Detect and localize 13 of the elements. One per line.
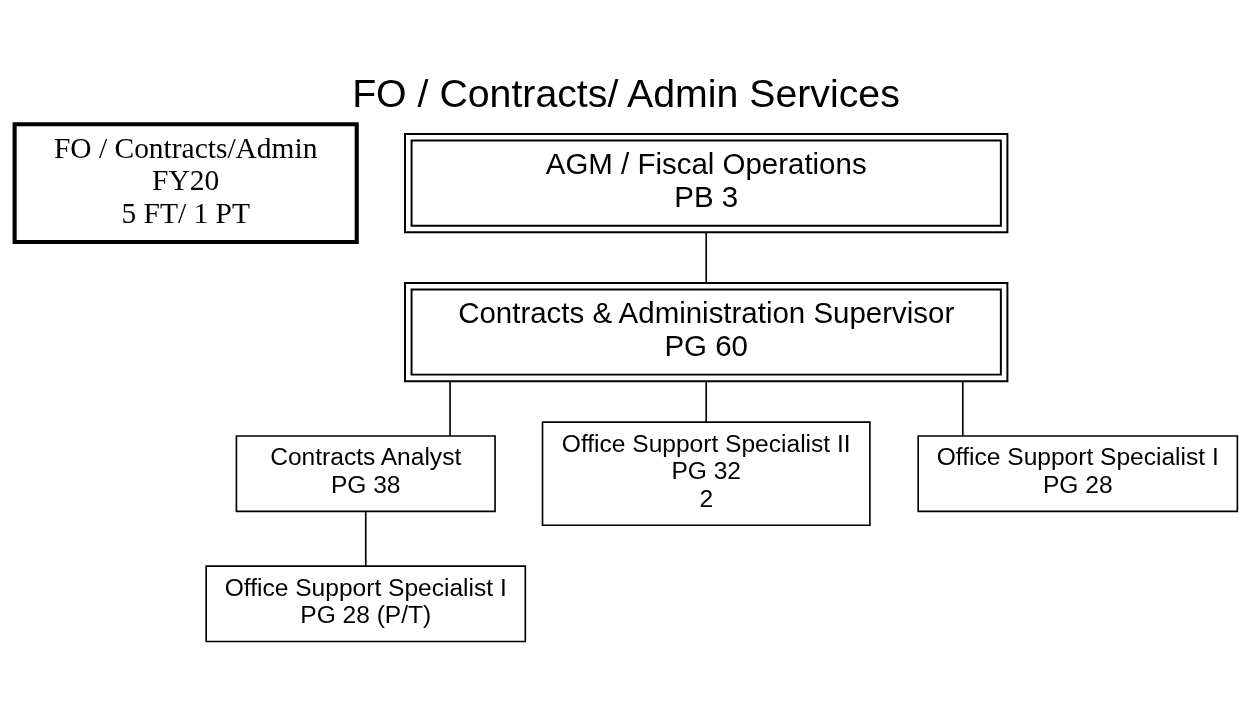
connector [705, 231, 708, 284]
node-box: FO / Contracts/Admin FY20 5 FT/ 1 PT [12, 121, 359, 244]
node-box: AGM / Fiscal Operations PB 3 [404, 132, 1009, 233]
node-box: Office Support Specialist II PG 32 2 [541, 420, 871, 526]
node-box: Office Support Specialist I PG 28 (P/T) [205, 564, 527, 642]
diagram-title: FO / Contracts/ Admin Services [352, 70, 900, 115]
node-box: Office Support Specialist I PG 28 [917, 434, 1239, 512]
connector [961, 380, 964, 437]
node-box: Contracts Analyst PG 38 [235, 434, 496, 512]
connector [364, 510, 367, 567]
connector [449, 380, 451, 437]
node-box: Contracts & Administration Supervisor PG 60 [404, 281, 1009, 382]
connector [705, 380, 708, 423]
